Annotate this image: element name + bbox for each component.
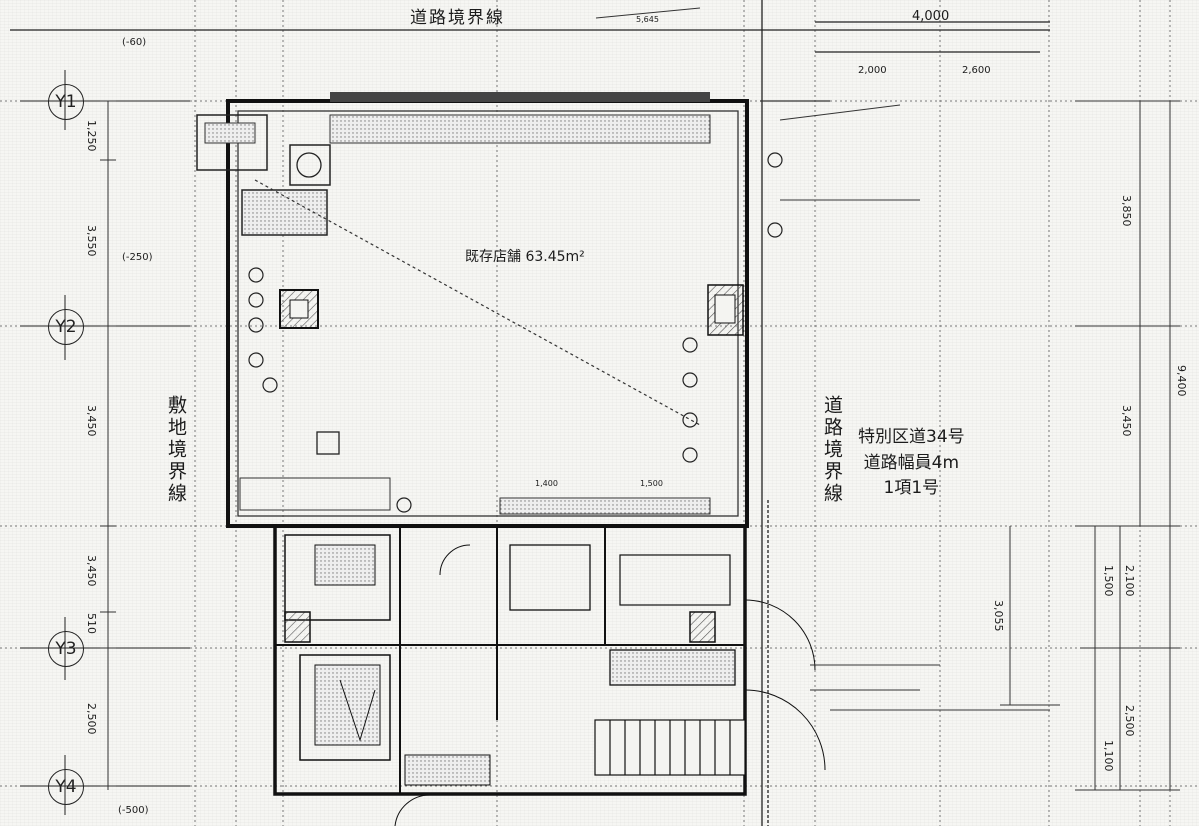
- right-dimension-lines: [1000, 100, 1180, 791]
- annotation-leaders: [595, 7, 1050, 711]
- lower-rooms: [273, 524, 826, 826]
- right-dim-3055: 3,055: [992, 600, 1005, 632]
- left-dim-3450b: 3,450: [85, 555, 98, 587]
- offset-minus-500: (-500): [118, 805, 149, 816]
- axis-y1-bubble: Y1: [48, 84, 84, 120]
- left-dim-1250: 1,250: [85, 120, 98, 152]
- street-classification: 1項1号: [883, 478, 940, 498]
- right-dim-3450: 3,450: [1120, 405, 1133, 437]
- left-dim-2500: 2,500: [85, 703, 98, 735]
- street-info: 特別区道34号 道路幅員4m 1項1号: [858, 425, 965, 502]
- dim-5645: 5,645: [636, 15, 659, 24]
- dim-2000: 2,000: [858, 65, 887, 76]
- right-dim-9400: 9,400: [1175, 365, 1188, 397]
- axis-y4-label: Y4: [55, 777, 77, 797]
- street-name: 特別区道34号: [858, 427, 965, 447]
- right-dim-2100: 2,100: [1123, 565, 1136, 597]
- left-dim-3550: 3,550: [85, 225, 98, 257]
- room-dim-1400: 1,400: [535, 479, 558, 488]
- top-boundary: [10, 21, 1050, 53]
- dim-4000: 4,000: [912, 9, 950, 24]
- left-dim-3450: 3,450: [85, 405, 98, 437]
- road-boundary-label-right: 道路境界線: [821, 395, 843, 505]
- axis-y2-label: Y2: [55, 317, 77, 337]
- right-dim-1500: 1,500: [1102, 565, 1115, 597]
- right-road-edge: [760, 0, 830, 826]
- left-dimension-line: [100, 100, 116, 790]
- left-dim-510: 510: [85, 613, 98, 634]
- offset-minus-60: (-60): [122, 37, 147, 48]
- right-dim-3850: 3,850: [1120, 195, 1133, 227]
- axis-y3-bubble: Y3: [48, 631, 84, 667]
- axis-y2-bubble: Y2: [48, 309, 84, 345]
- site-boundary-label: 敷地境界線: [165, 395, 187, 505]
- axis-y3-label: Y3: [55, 639, 77, 659]
- dim-2600: 2,600: [962, 65, 991, 76]
- axis-y1-label: Y1: [55, 92, 77, 112]
- right-dim-2500: 2,500: [1123, 705, 1136, 737]
- axis-y4-bubble: Y4: [48, 769, 84, 805]
- street-width: 道路幅員4m: [863, 452, 960, 473]
- building-walls: [196, 92, 783, 528]
- offset-minus-250: (-250): [122, 252, 153, 263]
- road-boundary-label-top: 道路境界線: [410, 8, 505, 28]
- main-room-label: 既存店舗 63.45m²: [465, 249, 585, 265]
- right-dim-1100: 1,100: [1102, 740, 1115, 772]
- room-dim-1500: 1,500: [640, 479, 663, 488]
